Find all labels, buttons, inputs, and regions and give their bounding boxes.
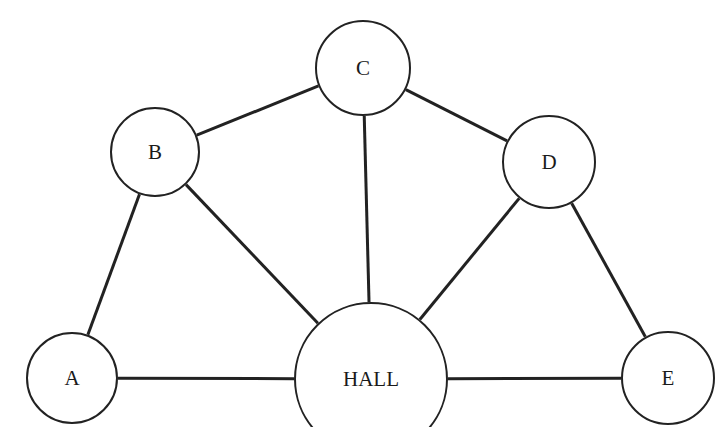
node-label: B: [148, 140, 162, 165]
node-label: E: [662, 366, 675, 391]
connector-line: [364, 116, 369, 302]
connector-line: [572, 203, 646, 337]
connector-line: [406, 90, 507, 141]
circle-node: C: [315, 20, 411, 116]
node-label: HALL: [343, 367, 399, 392]
node-label: A: [64, 366, 79, 391]
connector-line: [88, 194, 140, 335]
circle-outline: [294, 302, 448, 427]
circle-node: E: [621, 331, 715, 425]
connector-line: [420, 198, 519, 319]
connector-line: [186, 185, 318, 324]
circle-node: HALL: [294, 302, 448, 427]
connector-line: [118, 377, 294, 381]
node-label: C: [356, 56, 370, 81]
node-label: D: [541, 150, 556, 175]
circle-node: A: [26, 332, 118, 424]
connector-line: [197, 86, 319, 135]
circle-node: B: [110, 107, 200, 197]
circle-node: D: [502, 115, 596, 209]
connector-line: [448, 377, 621, 381]
